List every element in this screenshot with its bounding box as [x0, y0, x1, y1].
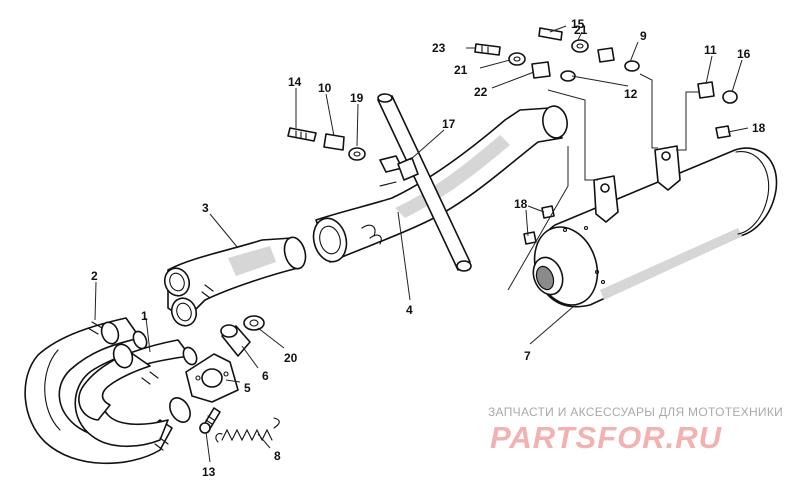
callout-14: 14: [288, 75, 302, 89]
callout-15: 15: [571, 17, 585, 31]
leader-lines: [94, 25, 749, 463]
callout-6: 6: [262, 369, 269, 383]
collector-pipe: [163, 236, 307, 327]
callout-4: 4: [406, 303, 413, 317]
watermark-logo: PARTSFOR.RU: [490, 420, 723, 455]
callout-3: 3: [202, 201, 209, 215]
callout-2: 2: [91, 269, 98, 283]
callout-9: 9: [640, 29, 647, 43]
callout-10: 10: [318, 81, 332, 95]
callout-1: 1: [141, 309, 148, 323]
callout-5: 5: [244, 381, 251, 395]
callout-17: 17: [442, 117, 456, 131]
callout-13: 13: [202, 465, 216, 479]
watermark-tagline: ЗАПЧАСТИ И АКСЕССУАРЫ ДЛЯ МОТОТЕХНИКИ: [488, 405, 783, 419]
muffler: [532, 145, 778, 308]
callout-18-top: 18: [752, 121, 766, 135]
callout-7: 7: [524, 349, 531, 363]
callout-23: 23: [432, 41, 446, 55]
callout-16: 16: [737, 47, 751, 61]
watermark: ЗАПЧАСТИ И АКСЕССУАРЫ ДЛЯ МОТОТЕХНИКИ PA…: [488, 405, 783, 455]
callout-8: 8: [274, 449, 281, 463]
callout-labels: 1 2 3 4 5 6 7 8 9 10 11 12 13 14 15 16 1…: [91, 17, 766, 479]
callout-22: 22: [474, 85, 488, 99]
callout-21-top: 21: [574, 23, 588, 37]
callout-11: 11: [704, 43, 717, 57]
callout-21-left: 21: [454, 63, 468, 77]
callout-18-left: 18: [514, 197, 528, 211]
header-pipes: [24, 317, 198, 465]
callout-20: 20: [284, 351, 298, 365]
small-parts: [185, 27, 738, 443]
callout-19: 19: [350, 91, 364, 105]
mid-pipe: [312, 93, 568, 272]
callout-12: 12: [624, 87, 638, 101]
